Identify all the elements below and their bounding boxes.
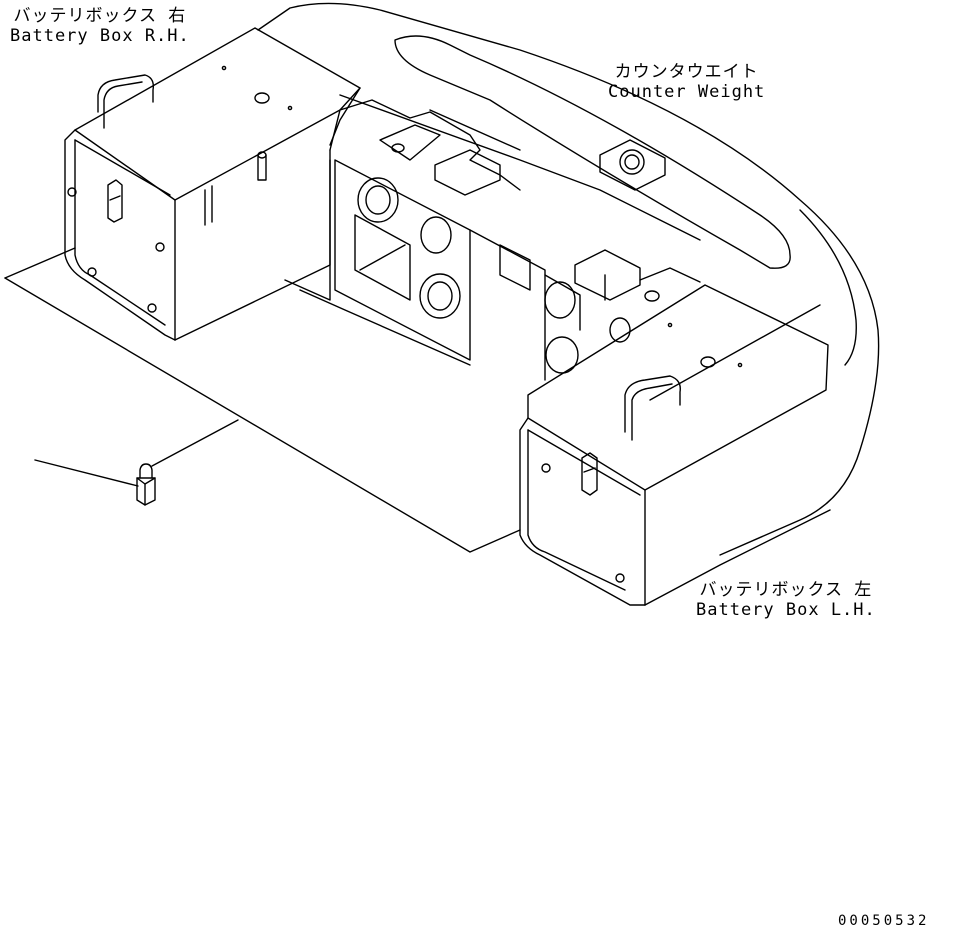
- label-counter-weight: カウンタウエイト Counter Weight: [608, 62, 765, 102]
- leader-lines: [34, 419, 239, 487]
- base-plane: [4, 247, 521, 553]
- counter-weight: [257, 2, 880, 556]
- label-battery-box-rh: バッテリボックス 右 Battery Box R.H.: [10, 6, 190, 46]
- label-battery-box-rh-jp: バッテリボックス 右: [13, 6, 187, 26]
- drawing-number: 00050532: [838, 913, 930, 929]
- battery-box-rh: [64, 27, 361, 341]
- label-battery-box-lh-jp: バッテリボックス 左: [699, 580, 873, 600]
- label-battery-box-lh-en: Battery Box L.H.: [696, 600, 876, 620]
- label-battery-box-rh-en: Battery Box R.H.: [10, 26, 190, 46]
- label-counter-weight-en: Counter Weight: [608, 82, 766, 102]
- padlock: [136, 463, 156, 506]
- battery-box-lh: [519, 284, 831, 606]
- label-counter-weight-jp: カウンタウエイト: [614, 62, 759, 82]
- center-frame: [284, 99, 701, 381]
- label-battery-box-lh: バッテリボックス 左 Battery Box L.H.: [696, 580, 876, 620]
